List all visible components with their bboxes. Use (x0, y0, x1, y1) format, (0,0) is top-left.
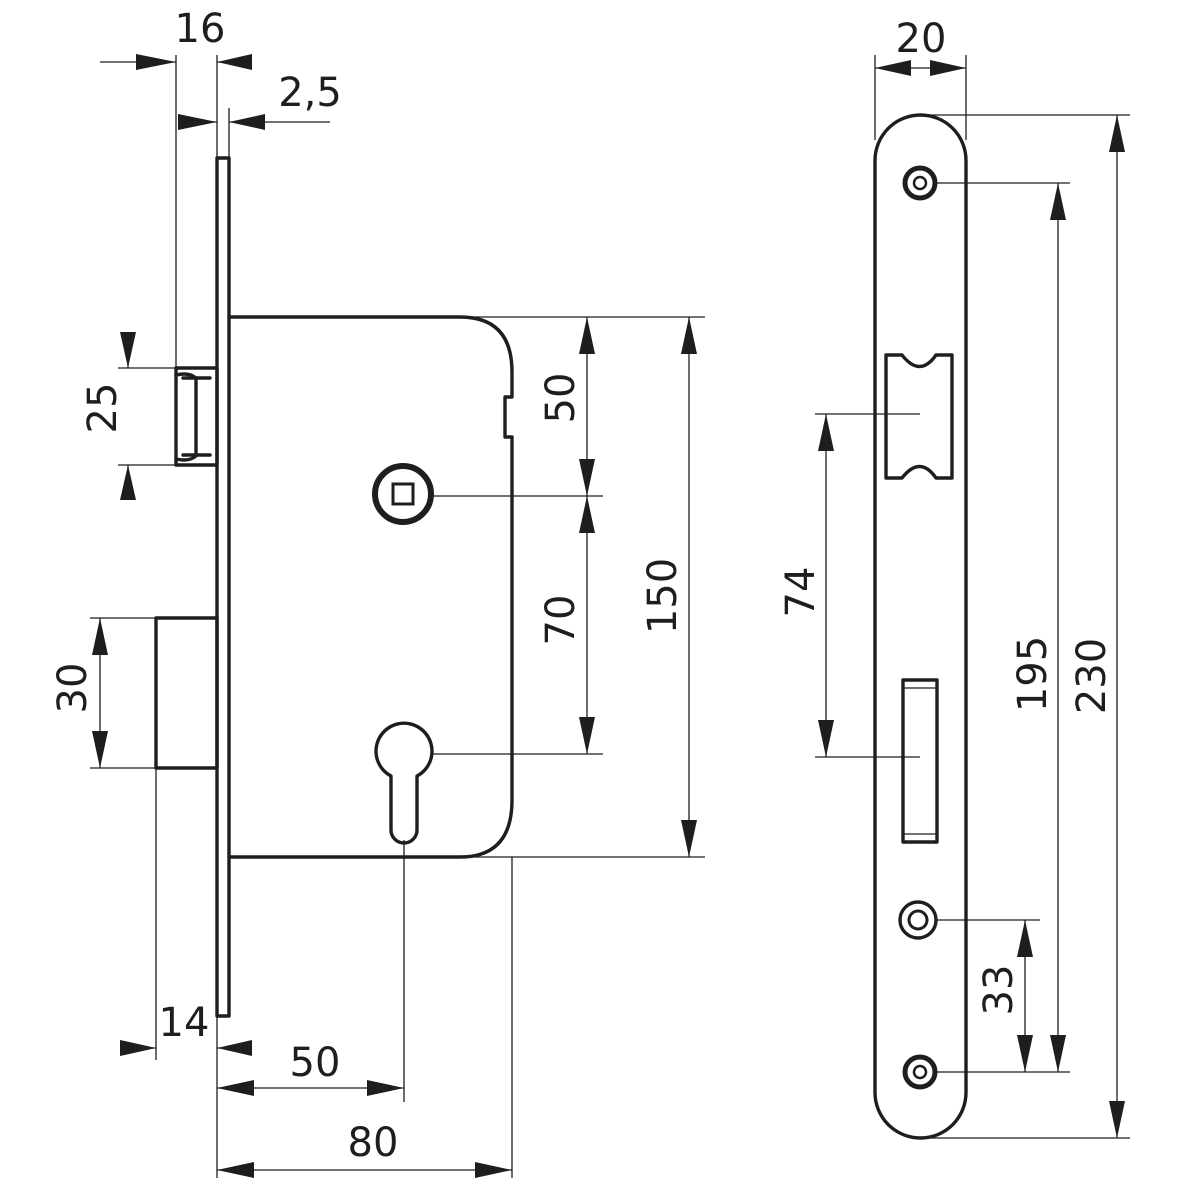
dim-faceplate-thickness: 2,5 (278, 70, 342, 116)
bolt-opening (901, 678, 939, 844)
dim-bolt-height: 30 (50, 663, 96, 714)
side-arrows (92, 54, 697, 1178)
dim-faceplate-width: 20 (896, 16, 947, 62)
faceplate-front (873, 113, 968, 1140)
dim-latch-projection: 16 (175, 6, 226, 52)
dim-spindle-to-cylinder: 70 (538, 595, 584, 646)
dim-backset: 50 (290, 1040, 341, 1086)
dim-case-height: 150 (640, 558, 686, 634)
latch-bolt (174, 366, 219, 467)
latch-opening (884, 353, 954, 480)
spindle-hole-icon (372, 463, 434, 525)
front-dimension-lines (815, 55, 1130, 1139)
dim-top-to-spindle: 50 (538, 373, 584, 424)
bottom-screw-icon (902, 1054, 938, 1090)
mounting-hole-icon (898, 900, 938, 940)
dim-screw-spacing: 195 (1010, 636, 1056, 712)
dim-latch-height: 25 (80, 383, 126, 434)
dim-faceplate-length: 230 (1069, 638, 1115, 714)
top-screw-icon (902, 165, 938, 201)
side-view: 16 2,5 25 30 14 50 80 50 70 150 (50, 6, 705, 1178)
front-arrows (818, 60, 1125, 1138)
front-view: 20 74 195 230 33 (778, 16, 1130, 1140)
dim-bolt-projection: 14 (159, 1000, 210, 1046)
cylinder-hole-icon (374, 721, 434, 845)
dead-bolt (154, 616, 219, 770)
faceplate-side (215, 156, 231, 1018)
dim-case-depth: 80 (348, 1120, 399, 1166)
dim-hole-spacing: 33 (976, 965, 1022, 1016)
dim-latch-to-bolt: 74 (778, 567, 824, 618)
lock-case (227, 315, 514, 859)
